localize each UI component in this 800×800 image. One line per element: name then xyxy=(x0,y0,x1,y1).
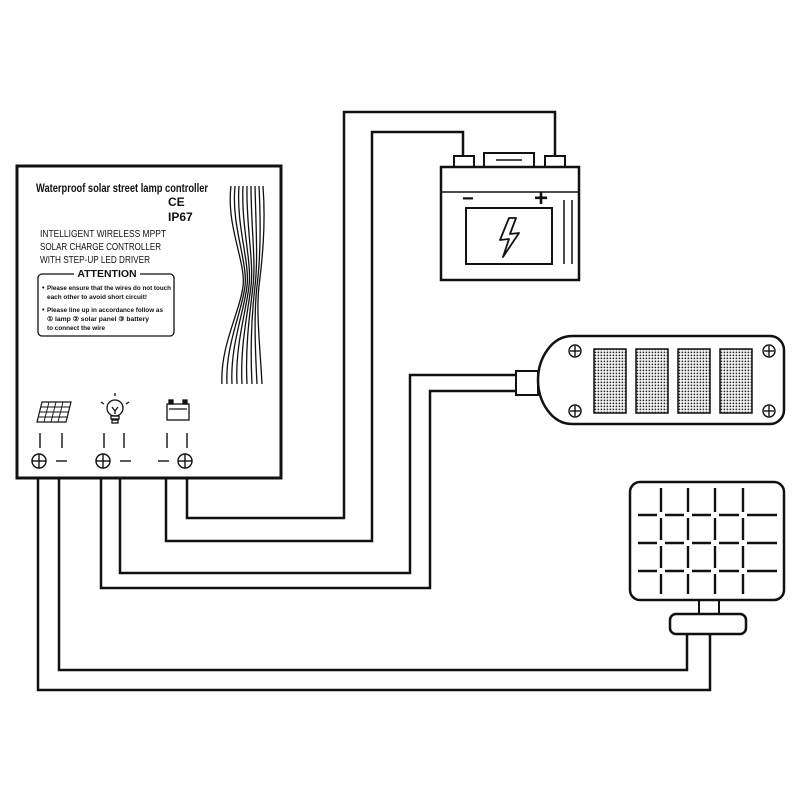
solar-panel-icon xyxy=(36,401,72,423)
wire-solar-positive xyxy=(36,478,712,692)
note-2-line-1: Please line up in accordance follow as xyxy=(47,307,163,314)
attention-box: ATTENTION • Please ensure that the wires… xyxy=(37,267,175,337)
wire-solar-negative xyxy=(57,478,689,672)
panel-mount xyxy=(668,612,748,636)
controller: Waterproof solar street lamp controller … xyxy=(15,164,283,480)
note-1-line-2: each other to avoid short circuit! xyxy=(47,294,147,301)
desc-line-1: INTELLIGENT WIRELESS MPPT xyxy=(40,229,166,240)
led-lamp-icon xyxy=(593,348,753,414)
note-2-line-3: to connect the wire xyxy=(47,325,105,332)
solar-panel-icon xyxy=(638,488,777,594)
controller-title: Waterproof solar street lamp controller xyxy=(36,183,208,195)
cert-ip67: IP67 xyxy=(168,210,193,224)
terminal-lamp xyxy=(95,393,131,469)
wire-lamp-negative xyxy=(99,389,522,590)
led-lamp xyxy=(515,334,786,426)
terminal-solar xyxy=(31,401,72,469)
wire-battery-positive xyxy=(185,110,557,520)
note-1-line-1: Please ensure that the wires do not touc… xyxy=(47,285,171,292)
heatsink-fins xyxy=(221,185,265,385)
battery-minus-label: − xyxy=(462,188,474,210)
wire-battery-negative xyxy=(164,130,465,543)
bulb-icon xyxy=(100,393,130,424)
wires xyxy=(36,110,712,692)
battery-icon xyxy=(166,399,190,421)
lightning-icon xyxy=(499,217,520,258)
panel-frame xyxy=(628,480,786,602)
note-2-line-2: ① lamp ② solar panel ③ battery xyxy=(47,316,149,323)
cert-ce: CE xyxy=(168,195,185,209)
solar-panel xyxy=(628,480,786,636)
svg-text:•: • xyxy=(42,307,45,314)
desc-line-3: WITH STEP-UP LED DRIVER xyxy=(40,255,150,266)
attention-title: ATTENTION xyxy=(77,268,136,280)
terminal-battery xyxy=(158,399,193,469)
desc-line-2: SOLAR CHARGE CONTROLLER xyxy=(40,242,161,253)
battery: − + xyxy=(439,152,581,282)
wire-lamp-positive xyxy=(118,373,522,575)
svg-text:•: • xyxy=(42,285,45,292)
battery-plus-label: + xyxy=(534,185,548,212)
